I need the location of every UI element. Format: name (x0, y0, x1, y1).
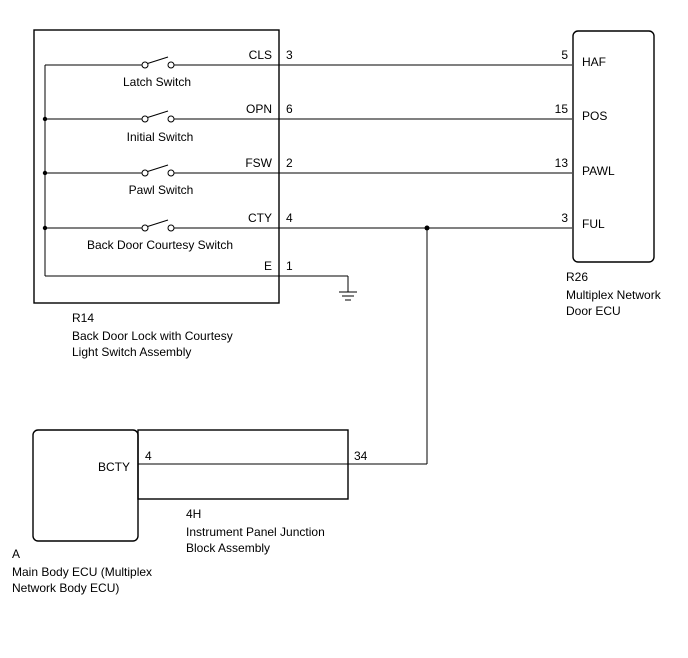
junction-name-line1: Instrument Panel Junction (186, 525, 325, 539)
junction-code: 4H (186, 507, 201, 521)
r14-pin-number: 1 (286, 259, 293, 273)
ground-circuit (45, 275, 357, 301)
switch-contact (167, 169, 175, 177)
r26-pin-number: 13 (555, 156, 569, 170)
r26-pin-number: 5 (561, 48, 568, 62)
main-ecu-name-line2: Network Body ECU) (12, 581, 119, 595)
junction-pin-in: 4 (145, 449, 152, 463)
junction-name-line2: Block Assembly (186, 541, 270, 555)
r26-pin-name: PAWL (582, 164, 615, 178)
junction-pin-out: 34 (354, 449, 368, 463)
main-ecu-pin-name: BCTY (98, 460, 130, 474)
initial-switch-circuit (45, 110, 572, 123)
r14-pin-name: CTY (248, 211, 272, 225)
r14-pin-name: CLS (249, 48, 272, 62)
r26-pin-number: 3 (561, 211, 568, 225)
r14-pin-number: 2 (286, 156, 293, 170)
r14-pin-number: 4 (286, 211, 293, 225)
latch-switch-label: Latch Switch (123, 75, 191, 89)
main-ecu-code: A (12, 547, 20, 561)
r26-pin-name: HAF (582, 55, 606, 69)
switch-contact (141, 61, 149, 69)
switch-contact (141, 169, 149, 177)
r14-code: R14 (72, 311, 94, 325)
r14-name-line2: Light Switch Assembly (72, 345, 191, 359)
r26-pin-number: 15 (555, 102, 569, 116)
r14-name-line1: Back Door Lock with Courtesy (72, 329, 233, 343)
switch-contact (167, 115, 175, 123)
switch-contact (141, 224, 149, 232)
switch-contact (167, 224, 175, 232)
r14-pin-number: 3 (286, 48, 293, 62)
r26-name-line1: Multiplex Network (566, 288, 662, 302)
latch-switch-circuit (45, 56, 572, 69)
switch-contact (141, 115, 149, 123)
r26-code: R26 (566, 270, 588, 284)
main-ecu-name-line1: Main Body ECU (Multiplex (12, 565, 152, 579)
r26-box (572, 30, 655, 263)
r26-name-line2: Door ECU (566, 304, 621, 318)
switch-blade (145, 110, 169, 119)
r14-pin-name: OPN (246, 102, 272, 116)
switch-blade (145, 56, 169, 65)
switch-blade (145, 164, 169, 173)
r14-pin-name: E (264, 259, 272, 273)
r14-pin-name: FSW (245, 156, 272, 170)
r26-pin-name: FUL (582, 217, 605, 231)
r14-box (33, 29, 280, 304)
switch-contact (167, 61, 175, 69)
courtesy-switch-circuit (45, 219, 572, 465)
courtesy-switch-label: Back Door Courtesy Switch (87, 238, 233, 252)
r26-pin-name: POS (582, 109, 607, 123)
switch-blade (145, 219, 169, 228)
r14-pin-number: 6 (286, 102, 293, 116)
initial-switch-label: Initial Switch (127, 130, 194, 144)
pawl-switch-label: Pawl Switch (129, 183, 194, 197)
pawl-switch-circuit (45, 164, 572, 177)
main-ecu-box (32, 429, 139, 542)
